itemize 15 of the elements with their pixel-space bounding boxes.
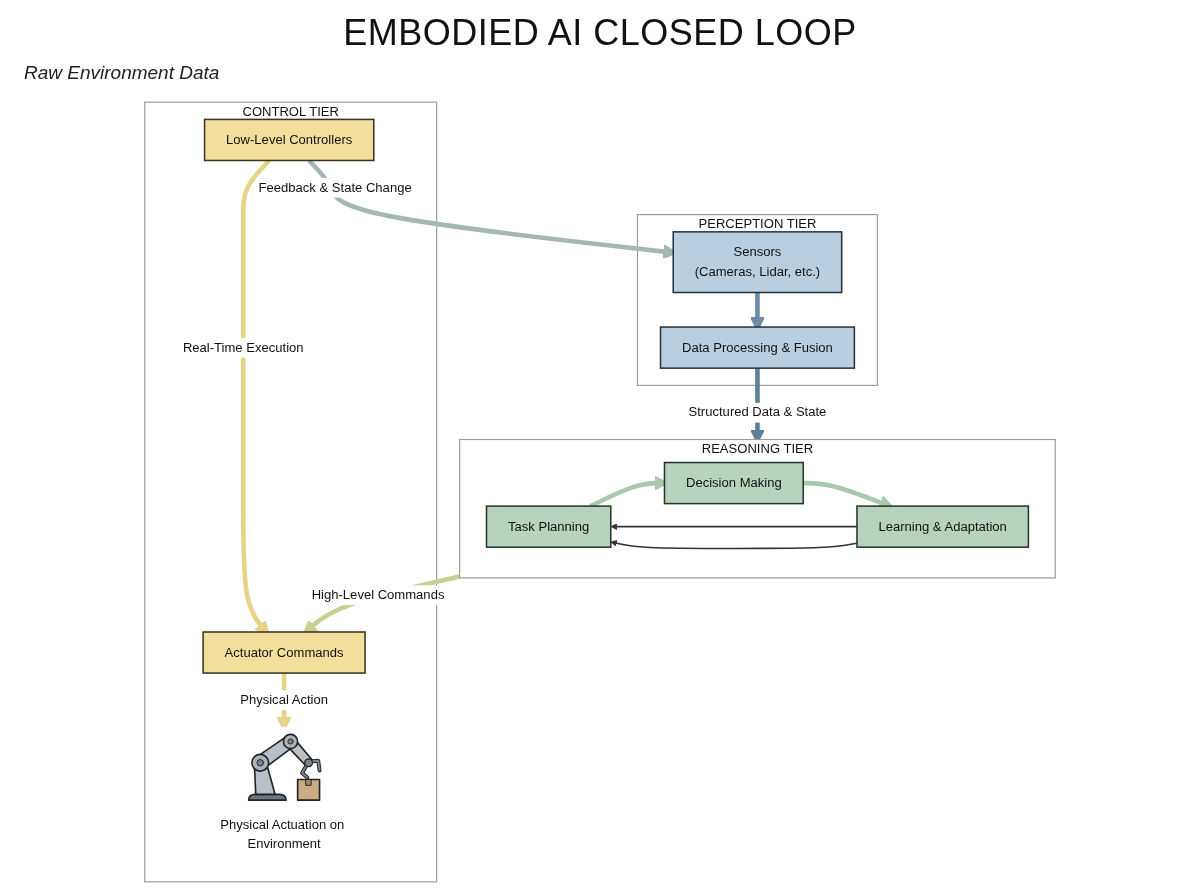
edge-label: Physical Action [240, 692, 328, 708]
edge-label: Real-Time Execution [182, 340, 304, 355]
node-box: Decision Making [663, 461, 804, 505]
node-box: Sensors (Cameras, Lidar, etc.) [672, 231, 843, 294]
node-box: Task Planning [485, 505, 612, 548]
annotation-text: Raw Environment Data [24, 62, 220, 83]
edge-label: Feedback & State Change [258, 180, 412, 195]
node-text: Physical Actuation on Environment [220, 816, 345, 852]
edge-label: High-Level Commands [311, 587, 445, 603]
node-box: Low-Level Controllers [203, 118, 375, 162]
diagram-title: EMBODIED AI CLOSED LOOP [343, 12, 857, 53]
node-box: Data Processing & Fusion [659, 326, 856, 369]
node-box: Actuator Commands [202, 631, 366, 674]
node-box: Learning & Adaptation [856, 505, 1030, 548]
edge-label: Structured Data & State [688, 404, 827, 420]
